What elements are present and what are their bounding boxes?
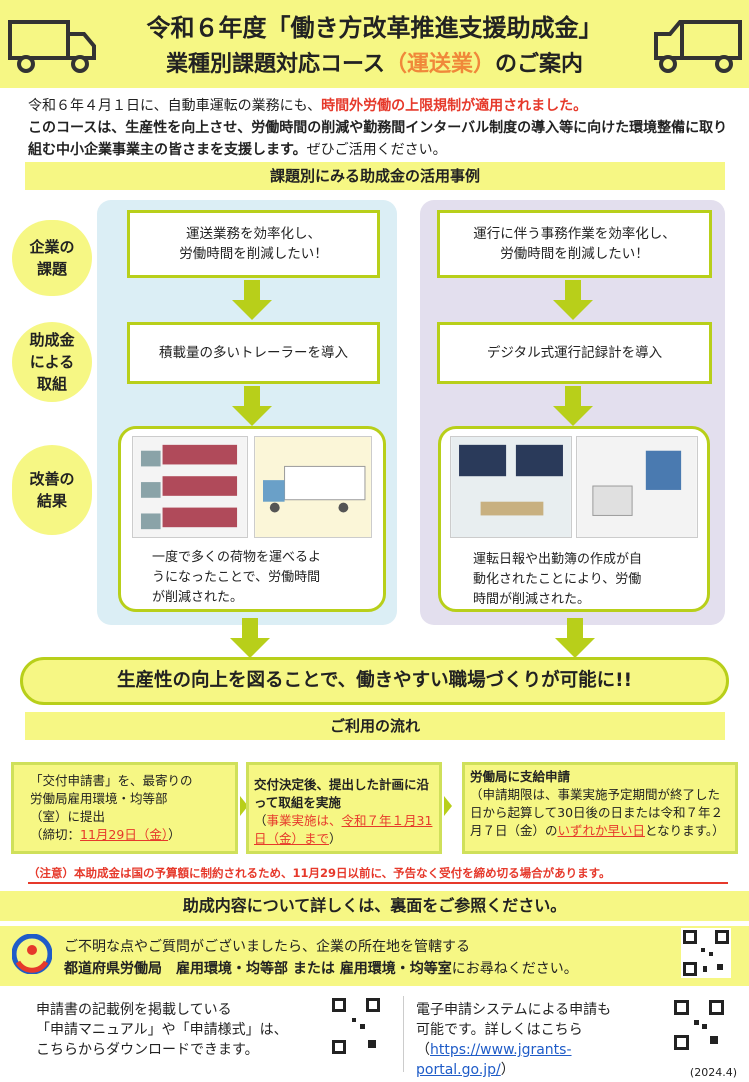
electronic-application-text: 電子申請システムによる申請も 可能です。詳しくはこちら （https://www… bbox=[416, 1002, 612, 1078]
section-title-flow: ご利用の流れ bbox=[25, 712, 725, 740]
result-banner: 生産性の向上を図ることで、働きやすい職場づくりが可能に!! bbox=[20, 657, 729, 705]
flow-step-3 bbox=[462, 762, 738, 854]
right-action-box: デジタル式運行記録計を導入 bbox=[437, 322, 712, 384]
down-arrow-icon bbox=[555, 618, 595, 658]
down-arrow-icon bbox=[553, 280, 593, 320]
header: 令和６年度「働き方改革推進支援助成金」 業種別課題対応コース（運送業）のご案内 bbox=[0, 0, 749, 88]
down-arrow-icon bbox=[232, 386, 272, 426]
detail-bar: 助成内容について詳しくは、裏面をご参照ください。 bbox=[0, 891, 749, 921]
divider bbox=[403, 996, 404, 1072]
intro-text: 令和６年４月１日に、自動車運転の業務にも、時間外労働の上限規制が適用されました。… bbox=[28, 98, 728, 158]
office-work-illustration bbox=[450, 436, 572, 538]
down-arrow-icon bbox=[553, 386, 593, 426]
flow-step-2-text: 交付決定後、提出した計画に沿って取組を実施 （事業実施は、令和７年１月31日（金… bbox=[254, 777, 433, 846]
truck-icon bbox=[8, 20, 96, 73]
digital-recorder-illustration bbox=[576, 436, 698, 538]
right-result-text: 運転日報や出勤簿の作成が自 動化されたことにより、労働 時間が削減された。 bbox=[473, 552, 643, 607]
truck-icon bbox=[654, 20, 742, 73]
label-issue: 企業の 課題 bbox=[12, 220, 92, 296]
label-action: 助成金 による 取組 bbox=[12, 322, 92, 402]
page-title: 令和６年度「働き方改革推進支援助成金」 bbox=[146, 14, 603, 42]
page-subtitle: 業種別課題対応コース（運送業）のご案内 bbox=[166, 52, 583, 77]
contact-line-2: 都道府県労働局 雇用環境・均等部 または 雇用環境・均等室にお尋ねください。 bbox=[64, 961, 578, 977]
flow-step-2 bbox=[246, 762, 442, 854]
contact-box bbox=[0, 926, 749, 986]
flow-step-1 bbox=[11, 762, 238, 854]
right-arrow-icon bbox=[444, 796, 452, 816]
manual-download-text: 申請書の記載例を掲載している 「申請マニュアル」や「申請様式」は、 こちらからダ… bbox=[36, 1002, 288, 1058]
right-issue-box: 運行に伴う事務作業を効率化し、 労働時間を削減したい！ bbox=[437, 210, 712, 278]
trailer-trucks-illustration bbox=[132, 436, 248, 538]
left-issue-box: 運送業務を効率化し、 労働時間を削減したい！ bbox=[127, 210, 380, 278]
down-arrow-icon bbox=[232, 280, 272, 320]
left-action-box: 積載量の多いトレーラーを導入 bbox=[127, 322, 380, 384]
jgrants-link[interactable]: portal.go.jp/ bbox=[416, 1062, 501, 1078]
down-arrow-icon bbox=[230, 618, 270, 658]
left-result-text: 一度で多くの荷物を運べるよ うになったことで、労働時間 が削減された。 bbox=[152, 550, 322, 605]
qr-code-icon[interactable] bbox=[672, 998, 726, 1052]
notice-text: （注意）本助成金は国の予算額に制約されるため、11月29日以前に、予告なく受付を… bbox=[28, 864, 728, 884]
issue-date: (2024.4) bbox=[689, 1066, 737, 1079]
qr-code-icon[interactable] bbox=[681, 928, 731, 978]
label-result: 改善の 結果 bbox=[12, 445, 92, 535]
flow-step-3-text: 労働局に支給申請 （申請期限は、事業実施予定期間が終了した日から起算して30日後… bbox=[470, 769, 725, 838]
right-arrow-icon bbox=[240, 796, 248, 816]
large-trailer-illustration bbox=[254, 436, 372, 538]
qr-code-icon[interactable] bbox=[330, 996, 382, 1056]
flow-step-1-text: 「交付申請書」を、最寄りの 労働局雇用環境・均等部 （室）に提出 （締切：11月… bbox=[30, 773, 193, 842]
jgrants-link[interactable]: https://www.jgrants- bbox=[430, 1042, 572, 1058]
section-title-cases: 課題別にみる助成金の活用事例 bbox=[25, 162, 725, 190]
ministry-logo-icon bbox=[12, 934, 52, 974]
contact-line-1: ご不明な点やご質問がございましたら、企業の所在地を管轄する bbox=[64, 939, 470, 955]
